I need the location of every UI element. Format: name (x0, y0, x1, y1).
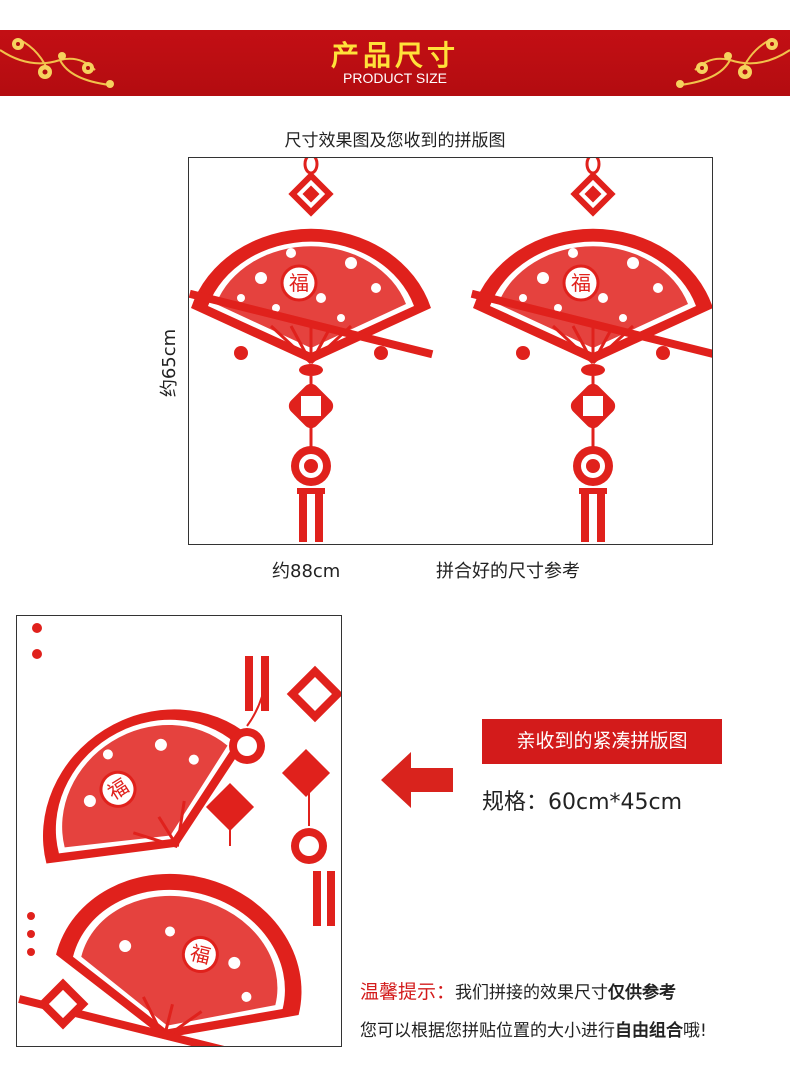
size-caption: 尺寸效果图及您收到的拼版图 (284, 131, 506, 151)
arrow-left-icon (381, 752, 453, 808)
width-label: 约88cm (272, 561, 341, 582)
tip-prefix: 温馨提示： (360, 981, 456, 1003)
compact-layout-tag: 亲收到的紧凑拼版图 (482, 719, 722, 764)
size-preview-frame: 福 (187, 153, 717, 545)
height-label: 约65cm (159, 328, 180, 398)
spec-text: 规格：60cm*45cm (482, 790, 683, 815)
left-floral-decoration (0, 38, 114, 88)
assembled-fans-illustration: 福 (187, 153, 717, 544)
tip-line-2: 您可以根据您拼贴位置的大小进行自由组合哦! (360, 1021, 707, 1041)
right-floral-decoration (676, 38, 790, 88)
banner-subtitle: PRODUCT SIZE (343, 70, 447, 86)
banner-title: 产品尺寸 (330, 39, 459, 72)
compact-layout-illustration: 福 福 (18, 623, 344, 1076)
compact-layout-panel: 福 福 (16, 615, 344, 1076)
tip-line-1: 温馨提示：我们拼接的效果尺寸仅供参考 (360, 981, 677, 1003)
header-banner: 产品尺寸 PRODUCT SIZE (0, 30, 790, 96)
assembled-size-label: 拼合好的尺寸参考 (436, 561, 580, 582)
